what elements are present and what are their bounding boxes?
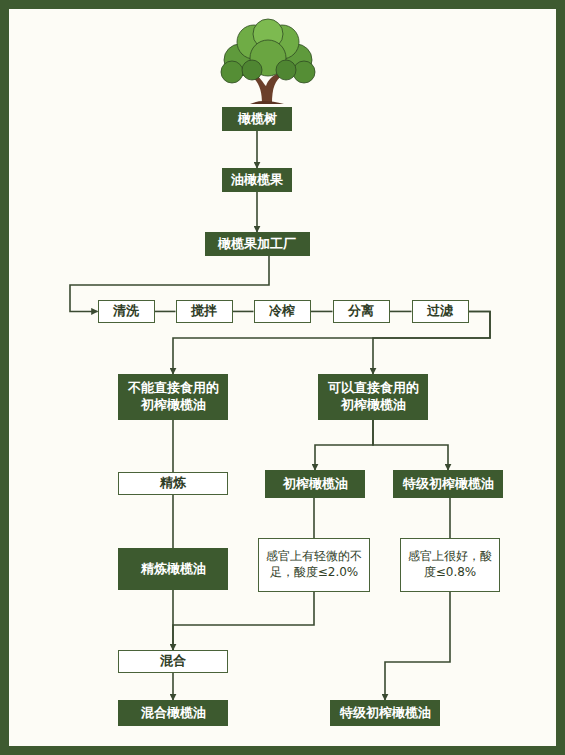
node-label: 清洗 [113, 303, 139, 320]
node-label: 油橄榄果 [231, 172, 283, 189]
flow-connector [155, 311, 176, 313]
node-label: 分离 [348, 303, 374, 320]
process-box: 橄榄果加工厂 [205, 232, 310, 256]
flow-connector [311, 311, 333, 313]
node-label: 不能直接食用的初榨橄榄油 [123, 380, 223, 414]
node-label: 特级初榨橄榄油 [403, 476, 494, 493]
flow-connector [373, 420, 448, 470]
flow-connector [233, 311, 254, 313]
node-label: 初榨橄榄油 [283, 476, 348, 493]
flow-connector [449, 498, 451, 538]
node-label: 混合 [160, 653, 186, 670]
flow-connector [172, 495, 174, 548]
process-box: 油橄榄果 [222, 168, 292, 192]
node-label: 搅拌 [191, 303, 217, 320]
process-box: 橄榄树 [222, 107, 292, 131]
step-box: 精炼 [118, 472, 228, 495]
process-box: 可以直接食用的初榨橄榄油 [318, 374, 428, 420]
step-box: 分离 [333, 300, 390, 323]
process-box: 混合橄榄油 [118, 700, 228, 726]
node-label: 精炼 [160, 475, 186, 492]
node-label: 冷榨 [269, 303, 295, 320]
flow-connector [256, 131, 258, 168]
flow-connector [390, 311, 412, 313]
node-label: 可以直接食用的初榨橄榄油 [323, 380, 423, 414]
flow-connector [173, 592, 314, 650]
flow-connector [172, 673, 174, 700]
flow-connector [385, 592, 450, 700]
step-box: 冷榨 [254, 300, 311, 323]
step-box: 混合 [118, 650, 228, 673]
flow-connector [172, 420, 174, 472]
process-box: 不能直接食用的初榨橄榄油 [118, 374, 228, 420]
step-box: 过滤 [412, 300, 469, 323]
step-box: 搅拌 [176, 300, 233, 323]
flow-connector [313, 498, 315, 538]
note-box: 感官上很好，酸度≤0.8% [400, 538, 500, 592]
tree-canopy [221, 19, 315, 83]
step-box: 清洗 [98, 300, 155, 323]
process-box: 特级初榨橄榄油 [393, 470, 503, 498]
node-label: 感官上有轻微的不足，酸度≤2.0% [265, 549, 363, 580]
process-box: 精炼橄榄油 [118, 548, 228, 590]
process-box: 特级初榨橄榄油 [330, 700, 440, 726]
flow-connector [315, 420, 373, 470]
process-box: 初榨橄榄油 [265, 470, 365, 498]
node-label: 橄榄树 [238, 111, 277, 128]
node-label: 感官上很好，酸度≤0.8% [407, 549, 493, 580]
node-label: 精炼橄榄油 [141, 561, 206, 578]
node-label: 过滤 [427, 303, 453, 320]
flow-connector [256, 192, 258, 232]
note-box: 感官上有轻微的不足，酸度≤2.0% [258, 538, 370, 592]
node-label: 橄榄果加工厂 [218, 236, 296, 253]
node-label: 特级初榨橄榄油 [340, 705, 431, 722]
node-label: 混合橄榄油 [141, 705, 206, 722]
